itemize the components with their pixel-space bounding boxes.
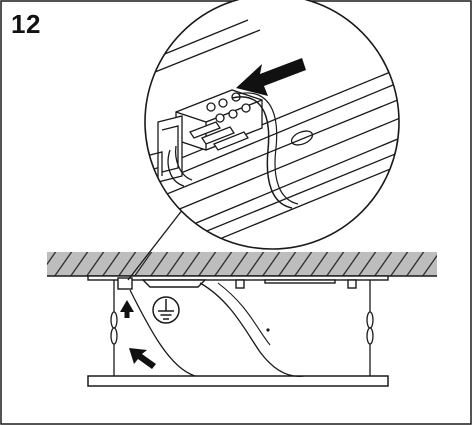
insert-wire-arrow-icon (236, 58, 306, 96)
ceiling-mount-plate (87, 275, 389, 289)
callout-leader-line (127, 199, 191, 281)
step-number: 12 (11, 9, 41, 39)
power-cable-loop (199, 282, 305, 378)
detail-zoom-circle (144, 0, 400, 250)
luminaire-panel (87, 375, 389, 387)
insert-up-arrow-icon (120, 300, 134, 318)
insert-diagonal-arrow-icon (129, 348, 156, 369)
terminal-block (117, 277, 133, 290)
ground-icon (152, 296, 180, 324)
power-cable (129, 289, 196, 377)
ceiling (47, 252, 437, 277)
suspension-wire-left (110, 280, 118, 376)
suspension-wire-right (366, 280, 374, 376)
